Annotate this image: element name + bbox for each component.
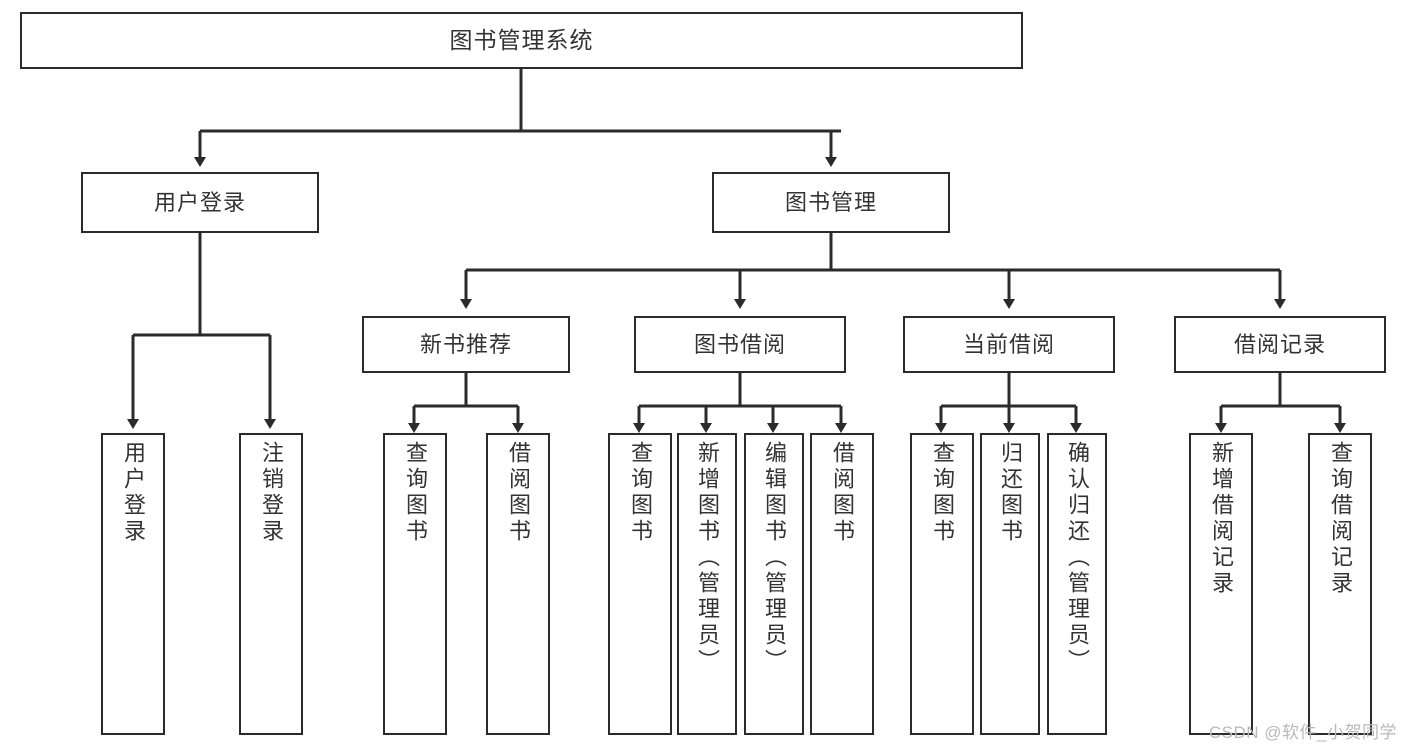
leaf-query-book-borrow[interactable]: 查询图书 (608, 433, 672, 735)
node-root-system[interactable]: 图书管理系统 (20, 12, 1023, 69)
node-label: 编辑图书（管理员） (762, 441, 787, 675)
leaf-borrow-book-newbook[interactable]: 借阅图书 (486, 433, 550, 735)
node-label: 当前借阅 (962, 331, 1055, 357)
node-label: 借阅图书 (506, 441, 531, 545)
node-label: 借阅记录 (1233, 331, 1326, 357)
leaf-add-borrow-record[interactable]: 新增借阅记录 (1189, 433, 1253, 735)
leaf-add-book-admin[interactable]: 新增图书（管理员） (677, 433, 737, 735)
node-label: 新增图书（管理员） (695, 441, 720, 675)
node-label: 图书管理系统 (449, 27, 594, 53)
node-label: 注销登录 (259, 441, 284, 545)
node-label: 查询图书 (930, 441, 955, 545)
node-label: 新书推荐 (419, 331, 512, 357)
leaf-user-login[interactable]: 用户登录 (101, 433, 165, 735)
leaf-query-book-newbook[interactable]: 查询图书 (383, 433, 447, 735)
node-label: 新增借阅记录 (1209, 441, 1234, 597)
node-label: 查询借阅记录 (1328, 441, 1353, 597)
node-label: 图书借阅 (693, 331, 786, 357)
leaf-logout-login[interactable]: 注销登录 (239, 433, 303, 735)
node-book-management[interactable]: 图书管理 (712, 172, 950, 233)
leaf-return-book[interactable]: 归还图书 (980, 433, 1040, 735)
node-user-login[interactable]: 用户登录 (81, 172, 319, 233)
node-label: 确认归还（管理员） (1065, 441, 1090, 675)
leaf-confirm-return-admin[interactable]: 确认归还（管理员） (1047, 433, 1107, 735)
node-label: 用户登录 (153, 189, 246, 215)
node-label: 归还图书 (998, 441, 1023, 545)
leaf-query-borrow-record[interactable]: 查询借阅记录 (1308, 433, 1372, 735)
node-label: 查询图书 (403, 441, 428, 545)
node-label: 用户登录 (121, 441, 146, 545)
node-label: 查询图书 (628, 441, 653, 545)
node-label: 图书管理 (784, 189, 877, 215)
node-label: 借阅图书 (830, 441, 855, 545)
leaf-borrow-book[interactable]: 借阅图书 (810, 433, 874, 735)
leaf-edit-book-admin[interactable]: 编辑图书（管理员） (744, 433, 804, 735)
node-current-borrow[interactable]: 当前借阅 (903, 316, 1115, 373)
node-book-borrow[interactable]: 图书借阅 (634, 316, 846, 373)
node-borrow-records[interactable]: 借阅记录 (1174, 316, 1386, 373)
node-new-book-recommend[interactable]: 新书推荐 (362, 316, 570, 373)
leaf-query-book-current[interactable]: 查询图书 (910, 433, 974, 735)
